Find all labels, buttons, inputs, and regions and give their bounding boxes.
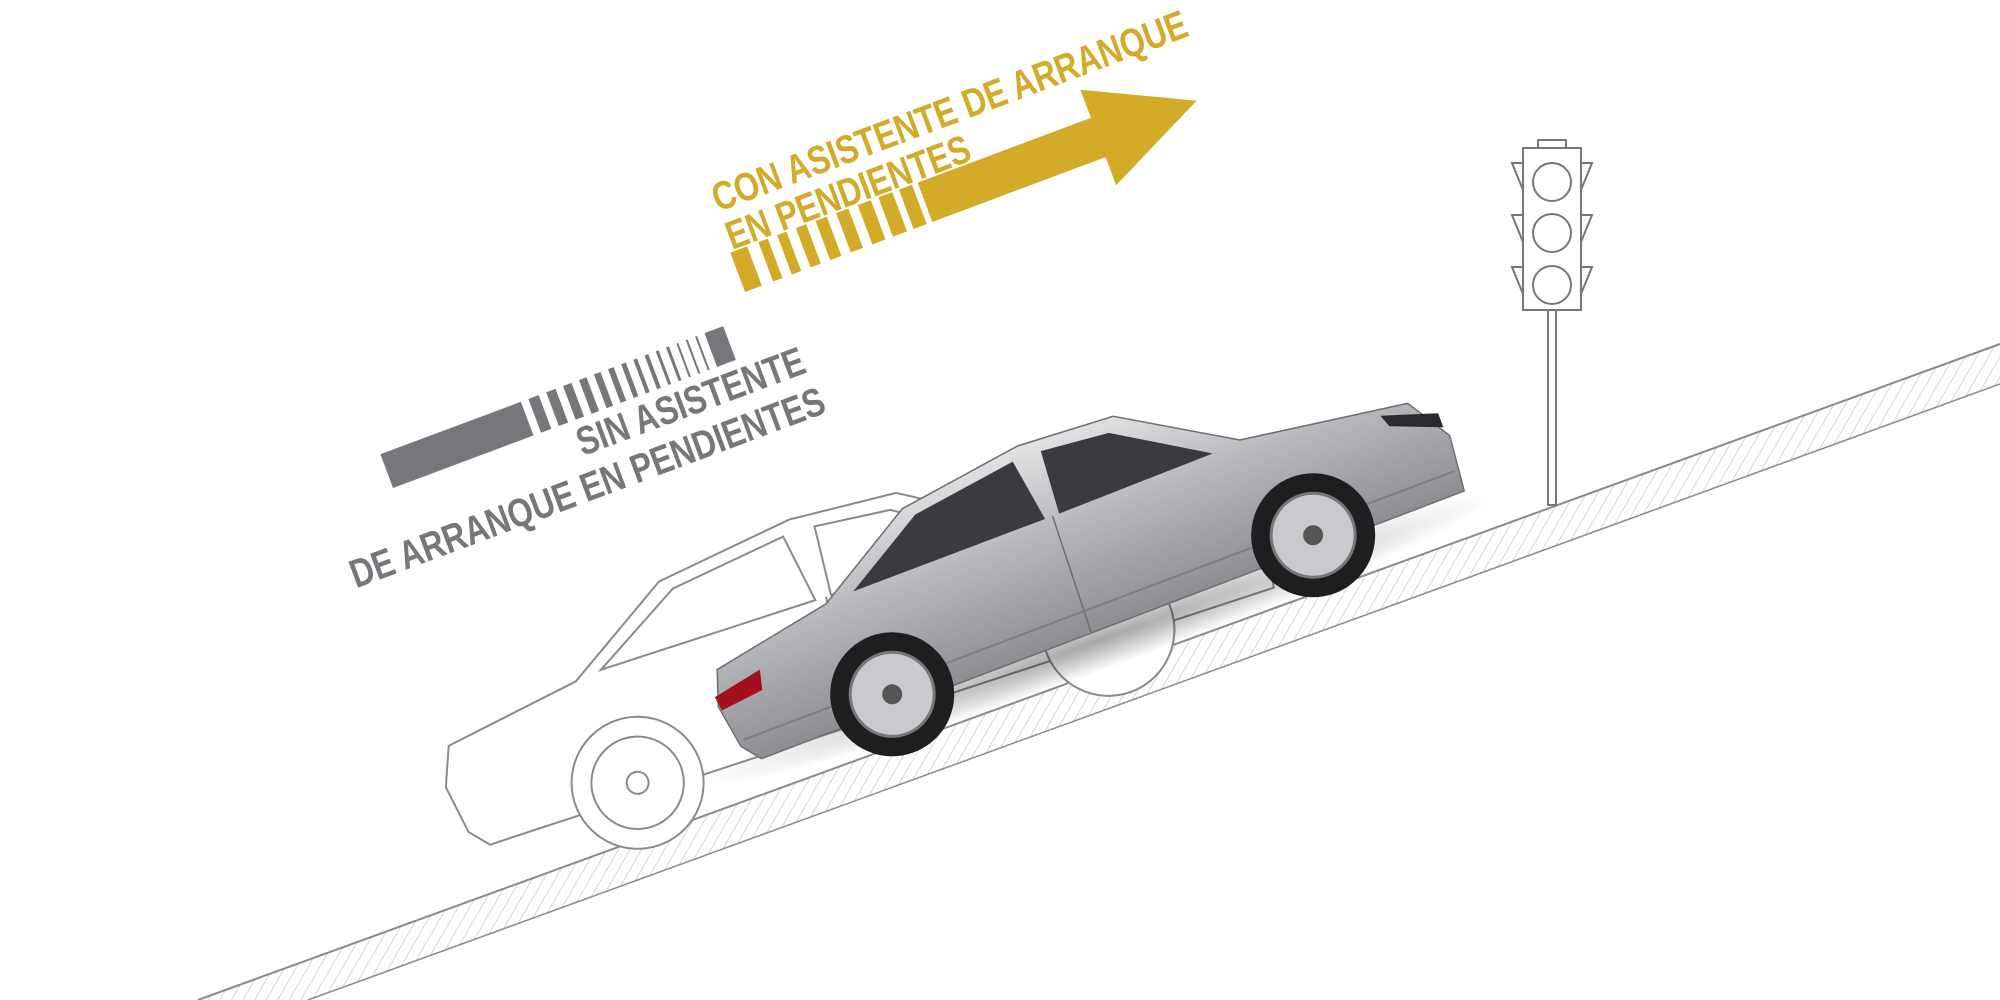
traffic-light-icon bbox=[1510, 139, 1594, 506]
without-assist-bar-icon bbox=[380, 326, 736, 488]
car-illustration bbox=[714, 402, 1466, 760]
with-assist-arrow-icon bbox=[730, 89, 1197, 292]
